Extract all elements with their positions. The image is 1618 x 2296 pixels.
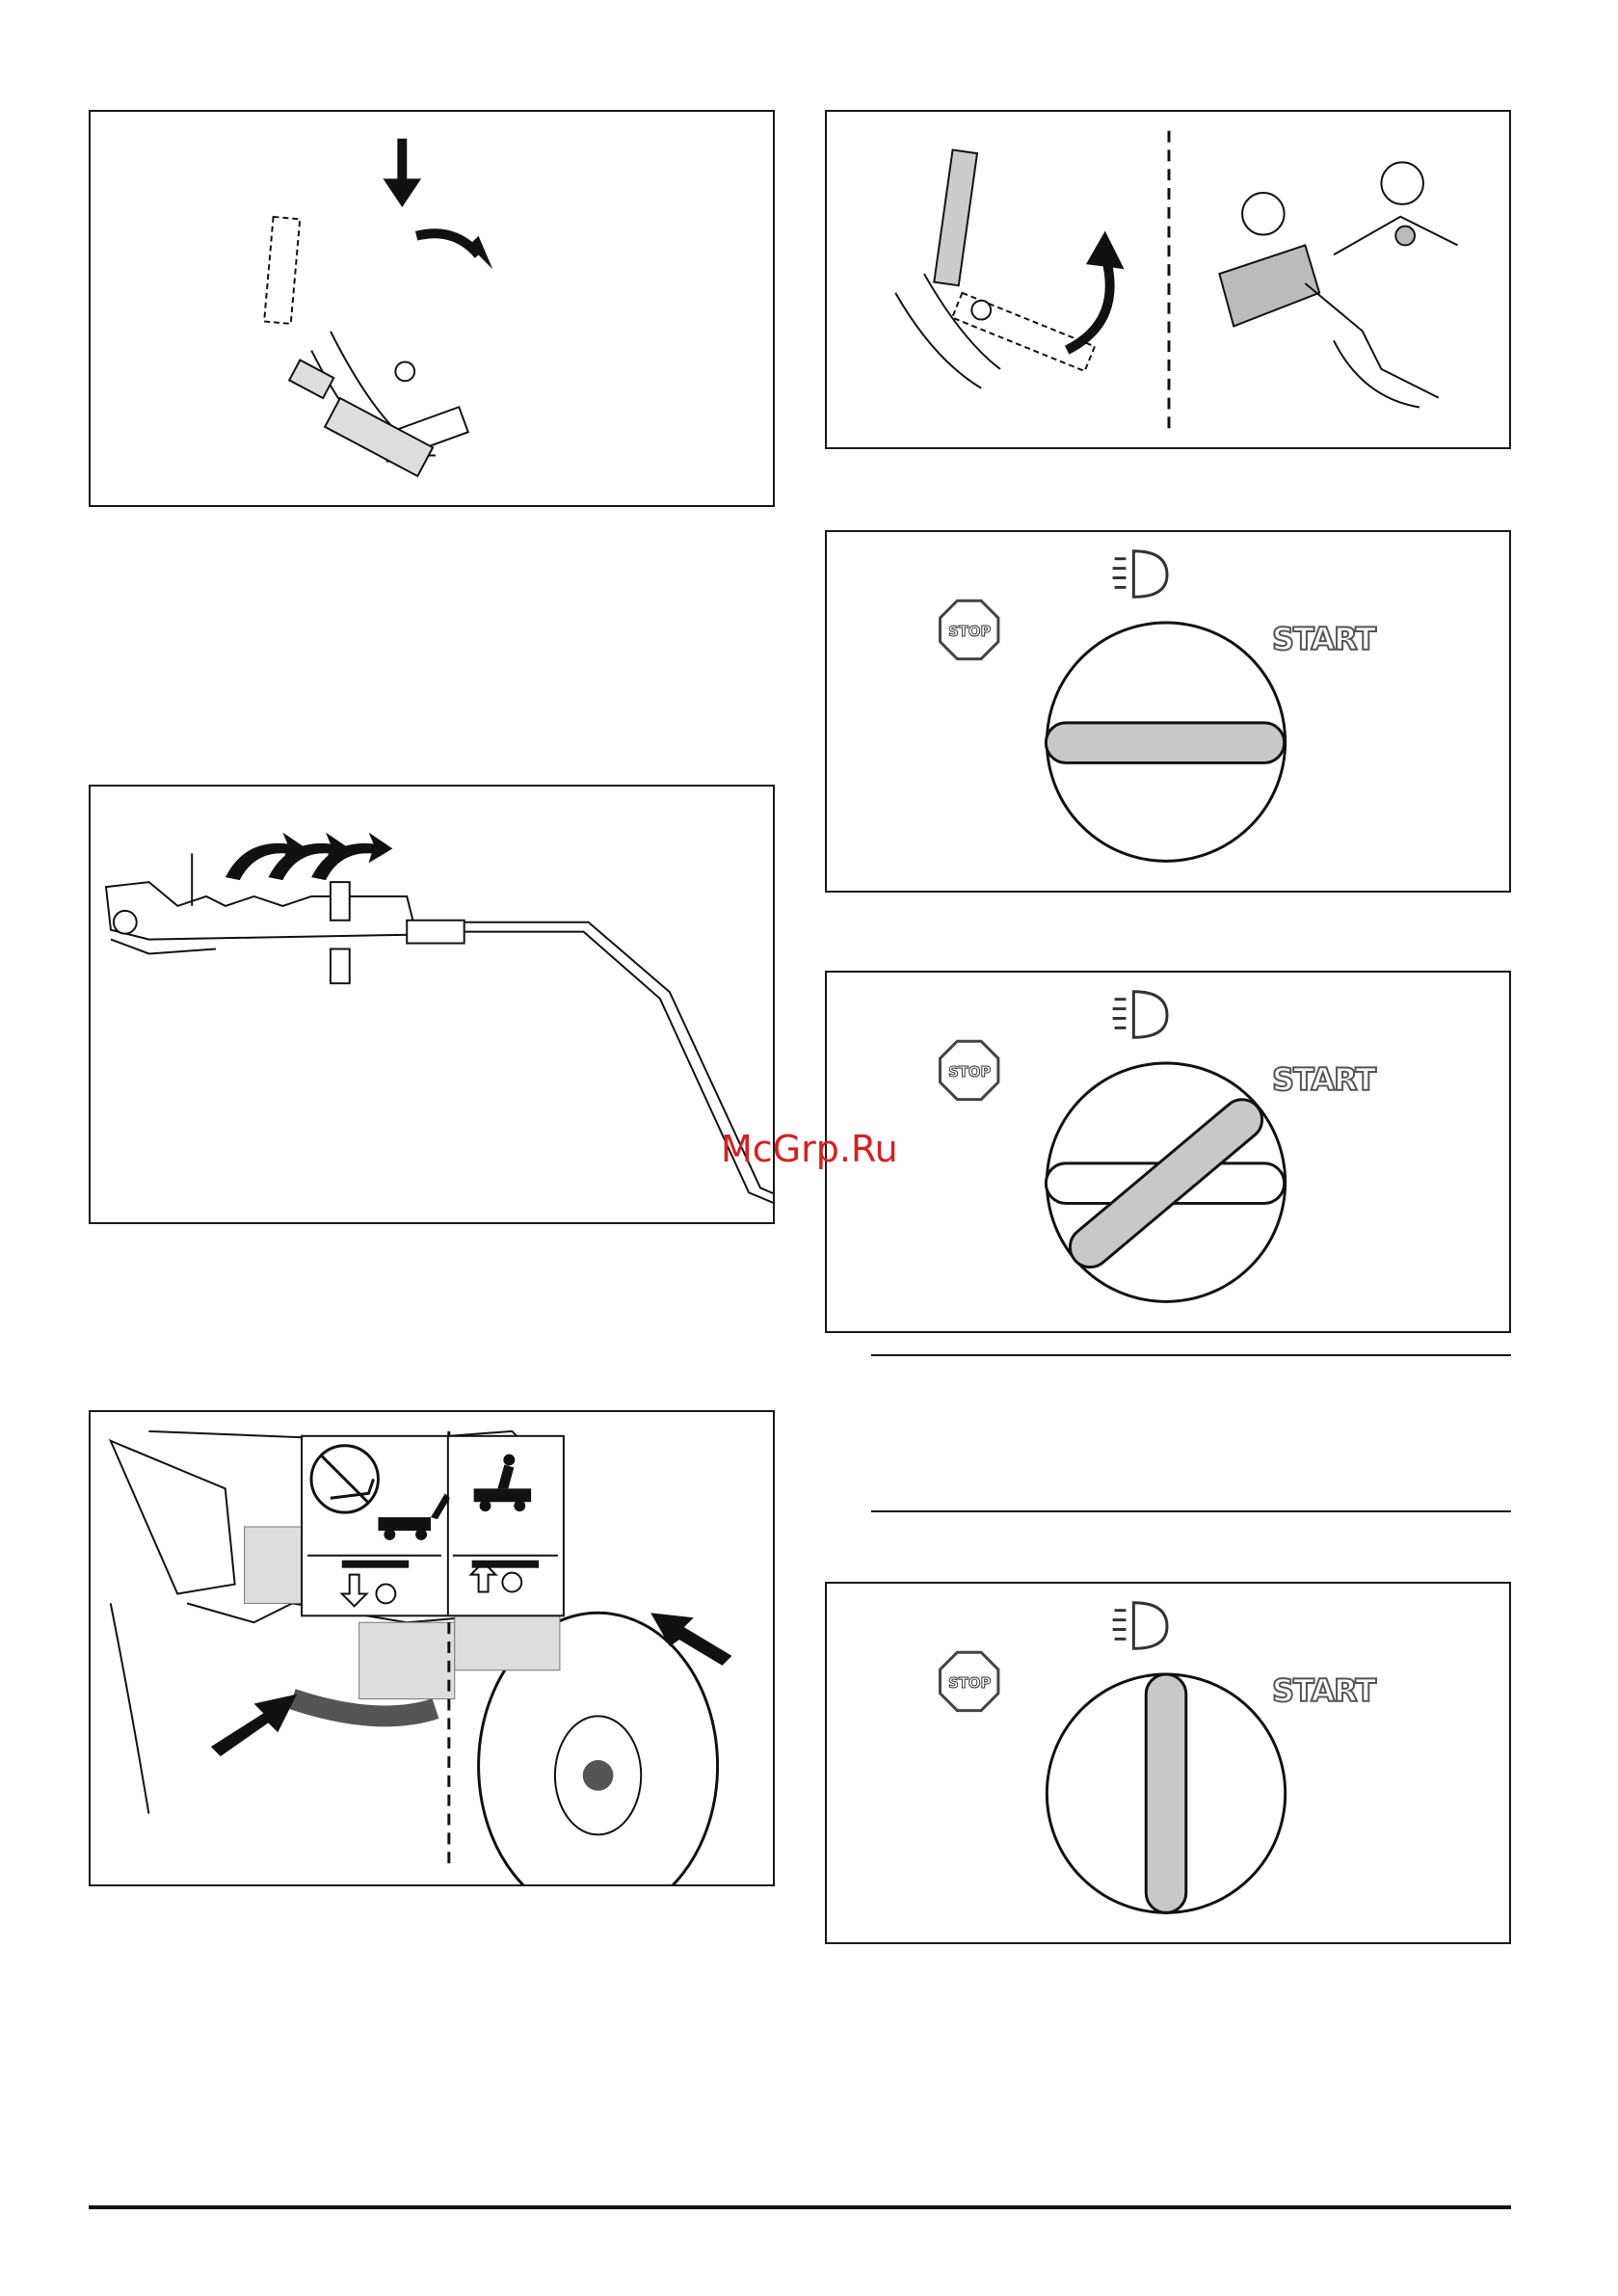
curved-arrows-icon (225, 833, 392, 881)
note-rule-bottom (871, 1510, 1511, 1512)
cutting-height-illustration (91, 787, 773, 1222)
ignition-key-off (1046, 723, 1284, 763)
callout-circle-1 (1242, 193, 1285, 235)
figure-transport-lock (89, 1410, 775, 1886)
figure-brake-release-pedals (825, 110, 1511, 449)
brake-release-illustration (827, 112, 1509, 447)
callout-circle-2 (1381, 162, 1423, 204)
figure-parking-brake-lever (89, 110, 775, 507)
svg-text:STOP: STOP (948, 1064, 991, 1081)
start-label: START (1272, 621, 1375, 657)
headlight-icon (1113, 551, 1167, 597)
headlight-icon (1113, 992, 1167, 1037)
headlight-icon (1113, 1603, 1167, 1648)
figure-ignition-start: STOP START (825, 1582, 1511, 1944)
lever-illustration (91, 112, 773, 505)
push-arrow-icon (383, 139, 421, 207)
ignition-switch-off: STOP (827, 532, 1509, 891)
transport-decal (302, 1436, 564, 1615)
ignition-key-start (1146, 1674, 1186, 1912)
svg-text:STOP: STOP (948, 1675, 991, 1692)
start-label: START (1272, 1061, 1375, 1098)
ignition-switch-lights: STOP (827, 973, 1509, 1331)
stop-sign-icon: STOP (941, 1652, 998, 1710)
figure-cutting-height-lever (89, 785, 775, 1224)
stop-sign-icon: STOP (941, 1041, 998, 1099)
transport-lock-illustration (91, 1412, 773, 1884)
rotate-arrow-icon (416, 233, 492, 269)
curved-up-arrow-icon (1067, 231, 1124, 351)
note-rule-top (871, 1354, 1511, 1356)
stop-sign-icon: STOP (941, 601, 998, 658)
ignition-switch-start: STOP (827, 1584, 1509, 1942)
watermark-text: McGrp.Ru (721, 1128, 898, 1170)
footer-rule (89, 2205, 1511, 2209)
start-label: START (1272, 1672, 1375, 1709)
figure-ignition-off: STOP START (825, 530, 1511, 893)
figure-ignition-lights: STOP START (825, 971, 1511, 1333)
svg-text:STOP: STOP (948, 624, 991, 640)
